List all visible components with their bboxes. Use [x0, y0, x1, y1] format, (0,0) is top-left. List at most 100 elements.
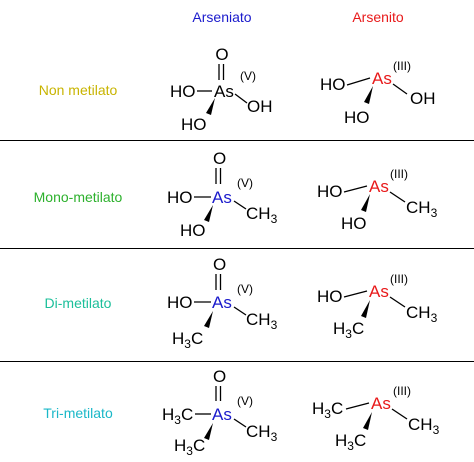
- methyl-ch: CH: [406, 198, 431, 217]
- arsenic-atom: As: [371, 394, 391, 413]
- wedge-bond: [206, 98, 215, 115]
- oxidation-state-iii: (III): [390, 272, 408, 286]
- arsenic-atom: As: [212, 293, 232, 312]
- methyl-ch: CH: [408, 415, 433, 434]
- single-bond: [346, 77, 371, 86]
- structure-arsenous-acid: HO As (III) OH HO: [320, 59, 436, 127]
- wedge-bond: [204, 311, 213, 328]
- oxidation-state-v: (V): [237, 176, 253, 190]
- hydroxyl-group: HO: [317, 287, 343, 306]
- hydroxyl-group: HO: [170, 82, 196, 101]
- hydroxyl-group: OH: [410, 89, 436, 108]
- wedge-bond: [204, 205, 213, 222]
- methyl-group: CH3: [246, 422, 278, 444]
- wedge-bond: [204, 423, 213, 440]
- methyl-h: H: [333, 319, 345, 338]
- hydroxyl-group: HO: [167, 188, 193, 207]
- row-label-tri-metilato: Tri-metilato: [43, 405, 113, 421]
- wedge-bond: [363, 412, 372, 430]
- arsenic-atom: As: [212, 405, 232, 424]
- methyl-group-left: H3C: [174, 436, 205, 458]
- oxygen-atom: O: [213, 255, 226, 274]
- oxygen-atom: O: [213, 149, 226, 168]
- methyl-subscript: 3: [431, 206, 438, 220]
- methyl-group: CH3: [246, 204, 278, 226]
- methyl-subscript: 3: [184, 337, 191, 351]
- structure-dimethylarsinous-acid: HO As (III) CH3 H3C: [317, 272, 438, 341]
- oxidation-state-iii: (III): [393, 384, 411, 398]
- methyl-group: CH3: [406, 198, 438, 220]
- methyl-subscript: 3: [431, 311, 438, 325]
- arsenic-atom: As: [372, 69, 392, 88]
- methyl-c: C: [181, 405, 193, 424]
- single-bond: [234, 93, 248, 104]
- single-bond: [389, 296, 406, 308]
- structure-methylarsonic-acid: O HO As (V) CH3 HO: [167, 149, 278, 240]
- methyl-ch: CH: [406, 303, 431, 322]
- methyl-subscript: 3: [271, 430, 278, 444]
- structure-arsenic-acid: O HO As (V) OH HO: [170, 45, 273, 134]
- methyl-c: C: [193, 436, 205, 455]
- arsenic-atom: As: [369, 177, 389, 196]
- methyl-group-left: H3C: [172, 329, 203, 351]
- oxygen-atom: O: [213, 367, 226, 386]
- methyl-c: C: [191, 329, 203, 348]
- wedge-bond: [364, 86, 373, 104]
- methyl-subscript: 3: [186, 444, 193, 458]
- methyl-group-left: H3C: [335, 431, 366, 453]
- arsenic-atom: As: [369, 282, 389, 301]
- single-bond: [392, 83, 408, 95]
- structure-trimethylarsine-oxide: O H3C As (V) CH3 H3C: [162, 367, 278, 458]
- methyl-group-left: H3C: [312, 399, 343, 421]
- single-bond: [391, 408, 408, 420]
- methyl-c: C: [354, 431, 366, 450]
- hydroxyl-group: HO: [181, 115, 207, 134]
- methyl-subscript: 3: [433, 423, 440, 437]
- methyl-group-left: H3C: [162, 405, 193, 427]
- methyl-subscript: 3: [174, 413, 181, 427]
- methyl-subscript: 3: [271, 318, 278, 332]
- hydroxyl-group: OH: [247, 97, 273, 116]
- arsenic-atom: As: [214, 82, 234, 101]
- hydroxyl-group: HO: [317, 182, 343, 201]
- oxidation-state-iii: (III): [393, 59, 411, 73]
- single-bond: [233, 306, 247, 316]
- hydroxyl-group: HO: [344, 108, 370, 127]
- methyl-ch: CH: [246, 204, 271, 223]
- methyl-h: H: [312, 399, 324, 418]
- methyl-group: CH3: [408, 415, 440, 437]
- structure-dimethylarsinic-acid: O HO As (V) CH3 H3C: [167, 255, 278, 351]
- row-label-di-metilato: Di-metilato: [45, 295, 112, 311]
- methyl-c: C: [352, 319, 364, 338]
- methyl-h: H: [174, 436, 186, 455]
- hydroxyl-group: HO: [180, 221, 206, 240]
- oxidation-state-v: (V): [237, 394, 253, 408]
- structure-methylarsonous-acid: HO As (III) CH3 HO: [317, 167, 438, 233]
- oxidation-state-v: (V): [237, 282, 253, 296]
- row-label-mono-metilato: Mono-metilato: [34, 189, 123, 205]
- single-bond: [233, 200, 247, 210]
- methyl-subscript: 3: [345, 327, 352, 341]
- single-bond: [345, 402, 370, 410]
- hydroxyl-group: HO: [320, 75, 346, 94]
- methyl-group: CH3: [246, 310, 278, 332]
- row-label-non-metilato: Non metilato: [39, 82, 118, 98]
- arsenic-atom: As: [212, 188, 232, 207]
- methyl-ch: CH: [246, 310, 271, 329]
- methyl-subscript: 3: [271, 212, 278, 226]
- methyl-c: C: [331, 399, 343, 418]
- methyl-h: H: [172, 329, 184, 348]
- methyl-subscript: 3: [347, 439, 354, 453]
- methyl-group: CH3: [406, 303, 438, 325]
- hydroxyl-group: HO: [341, 214, 367, 233]
- oxidation-state-v: (V): [240, 69, 256, 83]
- structure-trimethylarsine: H3C As (III) CH3 H3C: [312, 384, 440, 453]
- hydroxyl-group: HO: [167, 293, 193, 312]
- methyl-h: H: [335, 431, 347, 450]
- single-bond: [233, 418, 247, 428]
- single-bond: [343, 290, 368, 298]
- single-bond: [389, 191, 406, 203]
- header-arsenito: Arsenito: [352, 9, 404, 25]
- methyl-h: H: [162, 405, 174, 424]
